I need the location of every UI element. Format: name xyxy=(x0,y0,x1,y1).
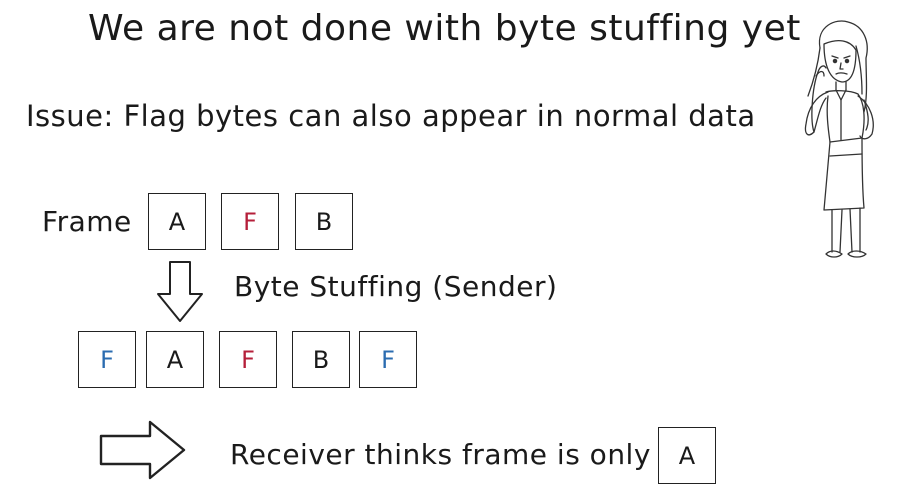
frame-label: Frame xyxy=(42,205,132,238)
receiver-statement: Receiver thinks frame is only xyxy=(230,438,651,471)
right-arrow-icon xyxy=(99,420,186,480)
frame-byte-f: F xyxy=(221,193,279,250)
stuffed-byte-flag-end: F xyxy=(359,331,417,388)
stuffed-byte-flag-start: F xyxy=(78,331,136,388)
stuffed-byte-a: A xyxy=(146,331,204,388)
frame-byte-a: A xyxy=(148,193,206,250)
down-arrow-icon xyxy=(157,261,203,322)
byte-stuffing-label: Byte Stuffing (Sender) xyxy=(234,270,558,303)
thinking-woman-illustration xyxy=(804,20,874,258)
stuffed-byte-f: F xyxy=(219,331,277,388)
issue-statement: Issue: Flag bytes can also appear in nor… xyxy=(26,99,756,133)
slide-title: We are not done with byte stuffing yet xyxy=(88,8,801,49)
receiver-result-byte: A xyxy=(658,427,716,484)
frame-byte-b: B xyxy=(295,193,353,250)
stuffed-byte-b: B xyxy=(292,331,350,388)
